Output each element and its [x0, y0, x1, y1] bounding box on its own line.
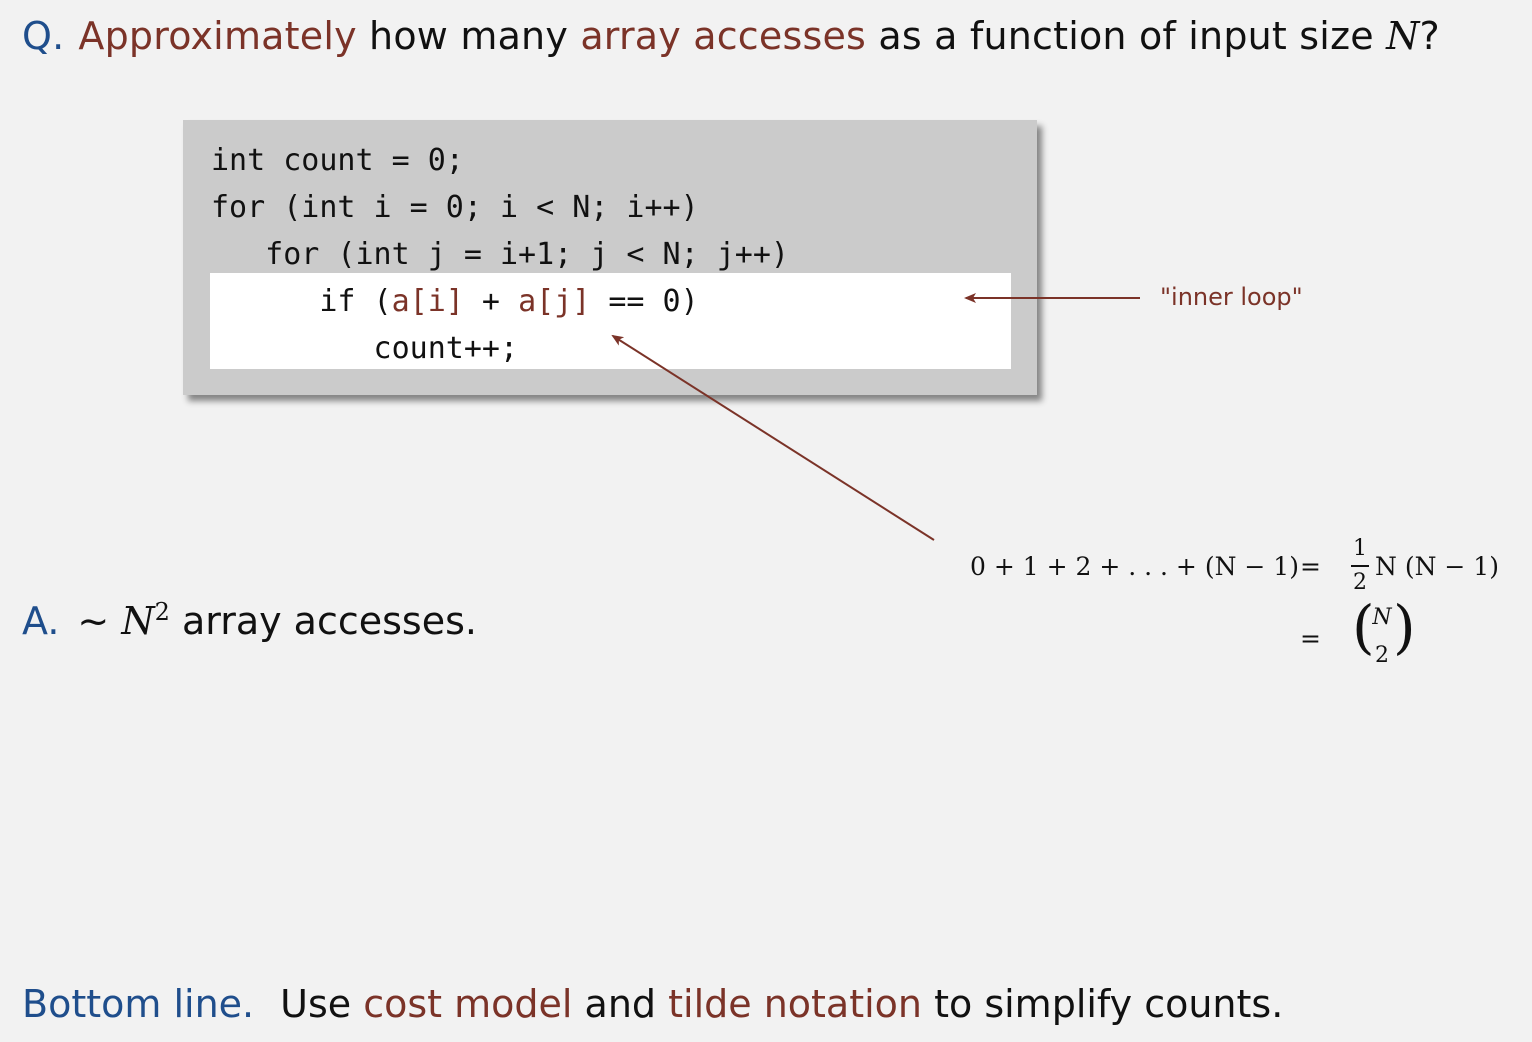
array-access-arrow	[611, 334, 935, 541]
question-text: Q.Approximately how many array accesses …	[22, 14, 1440, 58]
question-approximately: Approximately	[78, 14, 357, 58]
question-var-n: N	[1386, 14, 1420, 58]
question-mark: ?	[1419, 14, 1440, 58]
question-label: Q.	[22, 14, 65, 58]
bottom-line-label: Bottom line.	[22, 982, 255, 1026]
code-array-a-j: a[j]	[518, 284, 591, 319]
answer-label: A.	[22, 599, 60, 643]
sum-rhs: N (N − 1)	[1375, 552, 1499, 581]
code-plus: +	[463, 284, 519, 319]
bottom-line-and: and	[572, 982, 669, 1026]
code-line-4: if (a[i] + a[j] == 0)	[211, 284, 699, 319]
code-box: int count = 0; for (int i = 0; i < N; i+…	[183, 120, 1037, 395]
code-line-3: for (int j = i+1; j < N; j++)	[211, 237, 789, 272]
question-array-accesses: array accesses	[580, 14, 867, 58]
bottom-line-tilde-notation: tilde notation	[668, 982, 923, 1026]
equals-sign-2: =	[1300, 624, 1321, 653]
fraction-numerator: 1	[1353, 536, 1367, 561]
question-how-many: how many	[356, 14, 581, 58]
sum-lhs: 0 + 1 + 2 + . . . + (N − 1)	[970, 552, 1299, 581]
binom-top: N	[1372, 605, 1392, 630]
fraction-denominator: 2	[1353, 570, 1367, 595]
equals-sign-1: =	[1300, 552, 1321, 581]
inner-loop-highlight	[210, 273, 1011, 369]
binom-right-paren: )	[1393, 593, 1416, 661]
question-function-of: as a function of input size	[866, 14, 1387, 58]
code-line-1: int count = 0;	[211, 143, 464, 178]
answer-exponent: 2	[154, 598, 170, 626]
fraction-bar	[1351, 565, 1369, 567]
bottom-line-simplify: to simplify counts.	[922, 982, 1284, 1026]
binom-bottom: 2	[1375, 643, 1389, 668]
answer-array-accesses: array accesses.	[169, 599, 477, 643]
code-line-2: for (int i = 0; i < N; i++)	[211, 190, 699, 225]
code-array-a-i: a[i]	[391, 284, 464, 319]
code-equals-zero: == 0)	[590, 284, 699, 319]
bottom-line-cost-model: cost model	[363, 982, 573, 1026]
code-line-5: count++;	[211, 331, 519, 366]
answer-var-n: N	[121, 599, 155, 643]
inner-loop-label: "inner loop"	[1160, 283, 1303, 311]
binom-left-paren: (	[1352, 593, 1375, 661]
code-if: if (	[211, 284, 392, 319]
answer-tilde: ~	[77, 599, 110, 643]
bottom-line-text: Bottom line. Use cost model and tilde not…	[22, 982, 1283, 1026]
bottom-line-use: Use	[280, 982, 364, 1026]
answer-text: A. ~ N2 array accesses.	[22, 598, 477, 643]
